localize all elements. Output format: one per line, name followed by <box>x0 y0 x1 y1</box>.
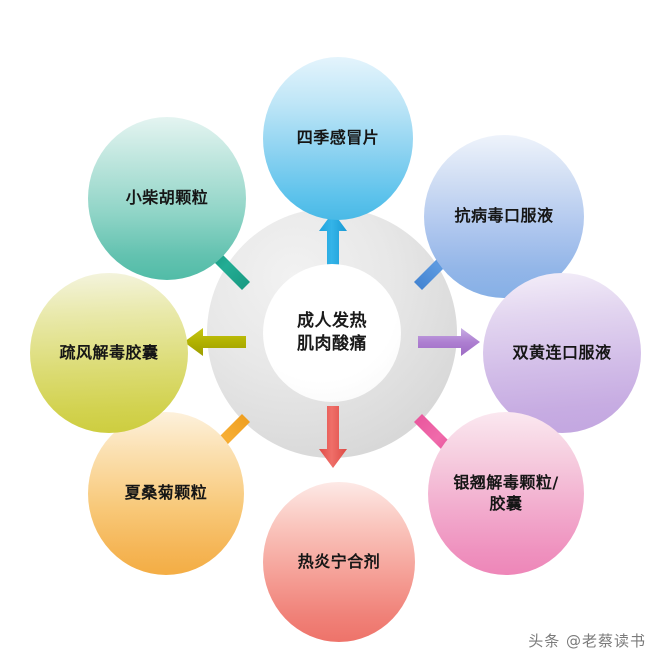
node-label-right: 双黄连口服液 <box>512 342 612 362</box>
node-label-top-left: 小柴胡颗粒 <box>125 188 209 208</box>
node-bubble-top-right[interactable]: 抗病毒口服液 <box>424 135 584 298</box>
hub-center-core: 成人发热 肌肉酸痛 <box>263 264 401 402</box>
node-bubble-top[interactable]: 四季感冒片 <box>263 57 413 220</box>
node-label-bottom: 热炎宁合剂 <box>297 551 381 571</box>
node-bubble-bottom[interactable]: 热炎宁合剂 <box>263 482 415 642</box>
node-bubble-top-left[interactable]: 小柴胡颗粒 <box>88 117 246 280</box>
node-bubble-right[interactable]: 双黄连口服液 <box>483 273 641 433</box>
node-bubble-left[interactable]: 疏风解毒胶囊 <box>30 273 188 433</box>
node-label-bottom-right-line2: 胶囊 <box>489 493 523 513</box>
hub-center-line2: 肌肉酸痛 <box>297 334 367 354</box>
node-label-top-right: 抗病毒口服液 <box>454 206 554 226</box>
node-label-top: 四季感冒片 <box>296 128 380 148</box>
node-bubble-bottom-right[interactable]: 银翘解毒颗粒/ 胶囊 <box>428 412 584 575</box>
node-label-left: 疏风解毒胶囊 <box>59 342 159 362</box>
node-label-bottom-right-line1: 银翘解毒颗粒/ <box>453 472 559 492</box>
hub-center-line1: 成人发热 <box>297 311 367 332</box>
node-label-bottom-right: 银翘解毒颗粒/ 胶囊 <box>445 473 566 515</box>
node-bubble-bottom-left[interactable]: 夏桑菊颗粒 <box>88 412 244 575</box>
node-label-bottom-left: 夏桑菊颗粒 <box>124 483 208 503</box>
watermark: 头条 @老蔡读书 <box>528 632 646 650</box>
